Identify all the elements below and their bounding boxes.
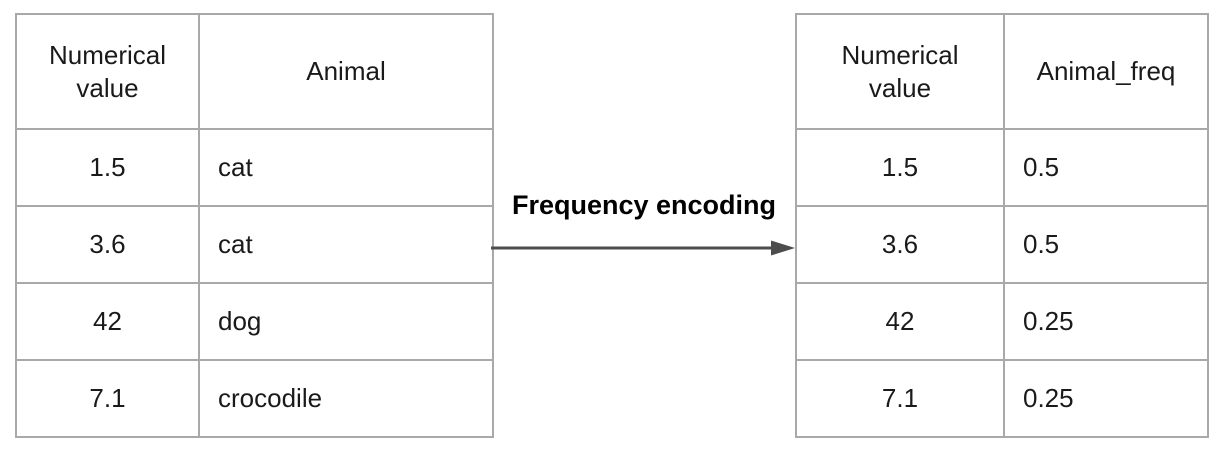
table-header-row: Numerical value Animal_freq bbox=[795, 13, 1209, 130]
animal-freq-cell: 0.5 bbox=[1003, 128, 1209, 207]
table-row: 42 0.25 bbox=[795, 282, 1209, 361]
numerical-value-cell: 1.5 bbox=[15, 128, 200, 207]
table-header-row: Numerical value Animal bbox=[15, 13, 494, 130]
animal-freq-cell: 0.25 bbox=[1003, 359, 1209, 438]
table-row: 7.1 crocodile bbox=[15, 359, 494, 438]
encoded-table: Numerical value Animal_freq 1.5 0.5 3.6 … bbox=[795, 13, 1209, 438]
animal-cell: cat bbox=[198, 205, 494, 284]
table-row: 7.1 0.25 bbox=[795, 359, 1209, 438]
numerical-value-cell: 3.6 bbox=[15, 205, 200, 284]
animal-cell: crocodile bbox=[198, 359, 494, 438]
numerical-value-cell: 1.5 bbox=[795, 128, 1005, 207]
numerical-value-cell: 42 bbox=[795, 282, 1005, 361]
header-animal: Animal bbox=[198, 13, 494, 130]
animal-freq-cell: 0.25 bbox=[1003, 282, 1209, 361]
numerical-value-cell: 7.1 bbox=[15, 359, 200, 438]
numerical-value-cell: 42 bbox=[15, 282, 200, 361]
numerical-value-cell: 7.1 bbox=[795, 359, 1005, 438]
table-row: 1.5 cat bbox=[15, 128, 494, 207]
animal-cell: cat bbox=[198, 128, 494, 207]
frequency-encoding-label: Frequency encoding bbox=[511, 190, 777, 220]
animal-cell: dog bbox=[198, 282, 494, 361]
header-animal-freq: Animal_freq bbox=[1003, 13, 1209, 130]
table-row: 3.6 cat bbox=[15, 205, 494, 284]
numerical-value-cell: 3.6 bbox=[795, 205, 1005, 284]
right-arrow-icon bbox=[491, 239, 795, 257]
table-row: 1.5 0.5 bbox=[795, 128, 1209, 207]
header-numerical-value: Numerical value bbox=[15, 13, 200, 130]
animal-freq-cell: 0.5 bbox=[1003, 205, 1209, 284]
header-numerical-value: Numerical value bbox=[795, 13, 1005, 130]
input-table: Numerical value Animal 1.5 cat 3.6 cat 4… bbox=[15, 13, 494, 438]
table-row: 3.6 0.5 bbox=[795, 205, 1209, 284]
table-row: 42 dog bbox=[15, 282, 494, 361]
